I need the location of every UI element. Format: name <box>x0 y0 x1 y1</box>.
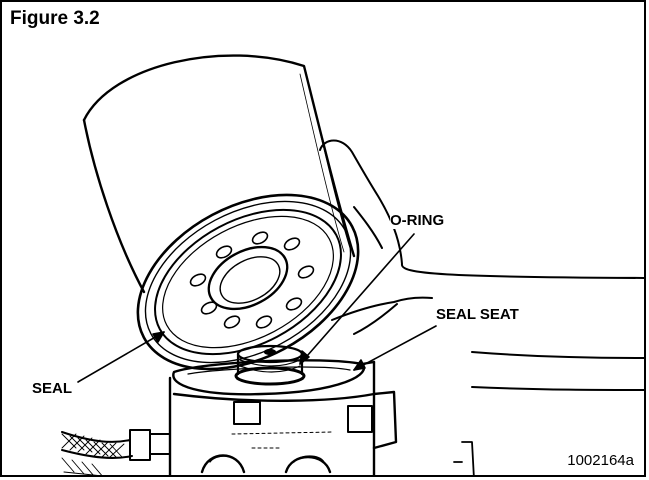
leader-o-ring <box>299 233 415 365</box>
hand-outline <box>319 139 644 391</box>
filter-base-plate <box>136 193 360 371</box>
hose-fitting <box>61 429 171 475</box>
label-seal: SEAL <box>32 380 73 397</box>
label-o-ring: O-RING <box>390 212 445 229</box>
image-code: 1002164a <box>567 452 634 469</box>
hose-crosshatch <box>61 433 125 475</box>
figure-title: Figure 3.2 <box>10 8 104 30</box>
threaded-stud <box>234 344 306 386</box>
right-bracket <box>453 441 475 475</box>
leader-seal-seat <box>353 325 437 371</box>
filter-head <box>168 359 398 475</box>
filter-canister <box>82 54 356 294</box>
label-seal-seat: SEAL SEAT <box>436 306 519 323</box>
leader-seal <box>77 331 165 383</box>
